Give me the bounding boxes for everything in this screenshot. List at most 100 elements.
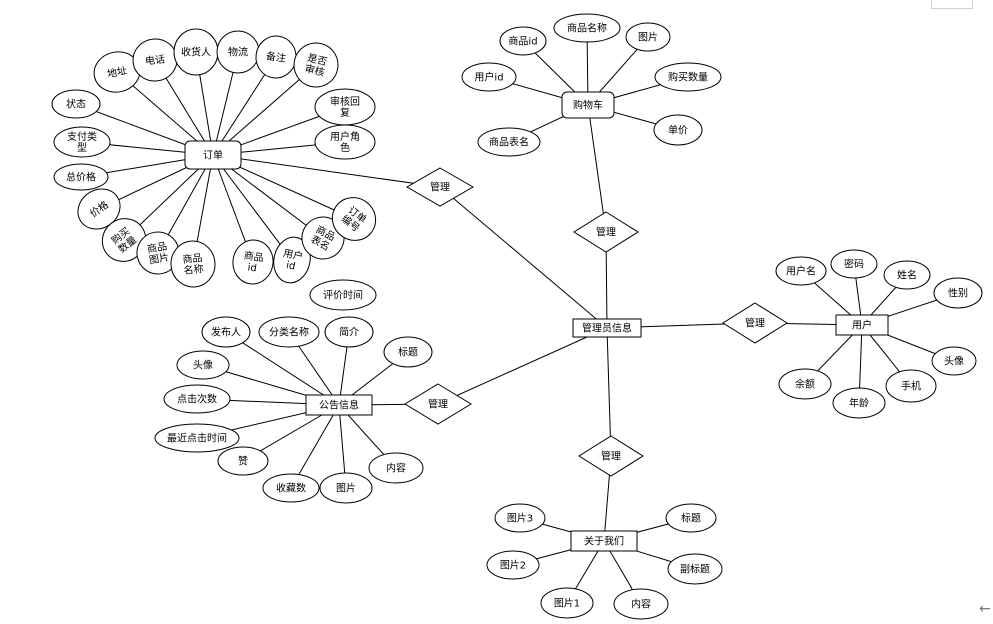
attribute-cart-5: 商品表名: [477, 127, 541, 157]
attribute-about-4-node-label: 图片1: [554, 597, 580, 610]
attribute-order-4-node: 备注: [255, 35, 297, 79]
window-corner-frame: [931, 0, 973, 9]
attribute-order-14-node-label: 商品名称: [182, 251, 204, 277]
attribute-order-8-node-label: 状态: [66, 98, 86, 111]
attribute-notice-1-node-label: 分类名称: [269, 326, 309, 339]
attribute-notice-9-node: 图片: [319, 472, 373, 504]
attribute-order-6-node: 审核回复: [314, 88, 376, 126]
attribute-cart-2-node: 图片: [625, 22, 671, 52]
attribute-user-4-node-label: 头像: [944, 356, 964, 368]
attribute-order-4-node-label: 备注: [265, 49, 287, 65]
attribute-user-1-node-shape: [830, 249, 878, 279]
attribute-user-6: 年龄: [832, 387, 886, 419]
relationship-r_order: 管理: [405, 167, 475, 207]
relationship-r_about-shape: [578, 435, 644, 477]
relationship-r_order-label: 管理: [430, 181, 450, 194]
relationship-r_notice-shape: [404, 383, 472, 425]
entity-user-label: 用户: [852, 319, 872, 332]
attribute-order-15-node: 商品id: [232, 239, 274, 285]
attribute-about-0-node-shape: [494, 503, 546, 533]
attribute-notice-9-node-shape: [319, 472, 373, 504]
attribute-order-6-node-label: 审核回复: [330, 95, 360, 119]
attribute-order-16: 用户id: [273, 236, 311, 284]
attribute-cart-2-node-label: 图片: [638, 31, 658, 44]
attribute-notice-0: 发布人: [201, 316, 251, 348]
attribute-order-17-node: 商品表名: [301, 216, 345, 260]
attribute-notice-7: 赞: [217, 446, 269, 476]
attribute-order-14-node-shape: [170, 240, 216, 288]
attribute-cart-5-node-shape: [477, 127, 541, 157]
attribute-notice-10-node: 内容: [368, 452, 424, 484]
attribute-about-1-node-label: 标题: [681, 513, 701, 525]
relationship-r_cart: 管理: [573, 211, 639, 253]
attribute-notice-2-node: 简介: [324, 316, 374, 348]
attribute-user-2-node-label: 姓名: [897, 269, 917, 282]
attribute-standalone-0: 评价时间: [309, 279, 377, 311]
attribute-order-18-node-shape: [331, 197, 377, 241]
attribute-about-4-node: 图片1: [540, 587, 594, 619]
attribute-notice-8-node: 收藏数: [262, 473, 320, 503]
attribute-order-14-node: 商品名称: [170, 240, 216, 288]
attribute-order-15: 商品id: [232, 239, 274, 285]
attribute-order-16-node-shape: [273, 236, 311, 284]
attribute-about-1: 标题: [665, 503, 717, 533]
entity-user: 用户: [835, 314, 889, 336]
entity-about: 关于我们: [570, 530, 638, 552]
attribute-about-2-node-label: 图片2: [500, 559, 526, 572]
attribute-standalone-0-label: 评价时间: [323, 289, 363, 302]
edge-r_notice-to-admin: [437, 327, 608, 405]
attribute-notice-1-node: 分类名称: [258, 316, 320, 348]
attribute-order-10-node: 总价格: [53, 163, 109, 191]
entity-order-shape: [184, 140, 242, 170]
attribute-order-12: 购买数量: [101, 218, 147, 262]
attribute-notice-5: 点击次数: [163, 384, 231, 414]
relationship-r_user: 管理: [722, 302, 788, 344]
attribute-about-5-node: 内容: [613, 588, 669, 620]
attribute-order-14: 商品名称: [170, 240, 216, 288]
attribute-order-17: 商品表名: [301, 216, 345, 260]
entity-notice-shape: [305, 394, 373, 416]
entity-cart: 购物车: [561, 91, 615, 119]
attribute-about-0-node-label: 图片3: [507, 512, 533, 525]
attribute-about-5-node-shape: [613, 588, 669, 620]
attribute-cart-4-node-label: 购买数量: [668, 71, 708, 84]
attribute-cart-2: 图片: [625, 22, 671, 52]
relationship-r_about-label: 管理: [601, 450, 621, 463]
attribute-notice-10-node-shape: [368, 452, 424, 484]
attribute-order-5-node-label: 是否审核: [303, 52, 328, 79]
attribute-user-1: 密码: [830, 249, 878, 279]
attribute-cart-6-node-label: 单价: [668, 125, 688, 137]
attribute-cart-1-node: 商品名称: [553, 13, 621, 43]
attribute-about-4-node-shape: [540, 587, 594, 619]
attribute-notice-7-node-shape: [217, 446, 269, 476]
attribute-user-5-node-shape: [885, 369, 937, 403]
attribute-order-2: 收货人: [173, 28, 219, 76]
attribute-order-9: 支付类型: [53, 126, 111, 158]
attribute-cart-0-node: 商品id: [499, 26, 547, 56]
attribute-notice-4-node: 头像: [176, 350, 230, 380]
entity-cart-label: 购物车: [573, 99, 603, 112]
attribute-notice-6: 最近点击时间: [154, 423, 240, 453]
attribute-about-2: 图片2: [486, 550, 540, 580]
attribute-order-15-node-label: 商品id: [241, 249, 264, 276]
back-arrow-icon[interactable]: ←: [979, 601, 991, 617]
attribute-notice-1: 分类名称: [258, 316, 320, 348]
attribute-notice-2-node-shape: [324, 316, 374, 348]
relationship-r_notice: 管理: [404, 383, 472, 425]
entity-admin: 管理员信息: [572, 318, 642, 338]
attribute-cart-6: 单价: [653, 114, 703, 146]
attribute-cart-3-node: 用户id: [461, 62, 517, 92]
attribute-order-11: 价格: [77, 188, 121, 230]
attribute-cart-6-node-shape: [653, 114, 703, 146]
attribute-order-7: 用户角色: [314, 124, 376, 160]
entity-cart-shape: [561, 91, 615, 119]
attribute-user-6-node: 年龄: [832, 387, 886, 419]
attribute-order-7-node-label: 用户角色: [330, 130, 360, 154]
attribute-order-9-node-label: 支付类型: [67, 130, 97, 154]
attribute-user-7-node-label: 余额: [795, 378, 815, 391]
attribute-order-1-node-label: 电话: [144, 52, 165, 67]
edge-r_about-to-admin: [606, 327, 612, 457]
attribute-user-2-node: 姓名: [883, 260, 931, 290]
attribute-about-4: 图片1: [540, 587, 594, 619]
attribute-notice-3: 标题: [383, 336, 433, 368]
